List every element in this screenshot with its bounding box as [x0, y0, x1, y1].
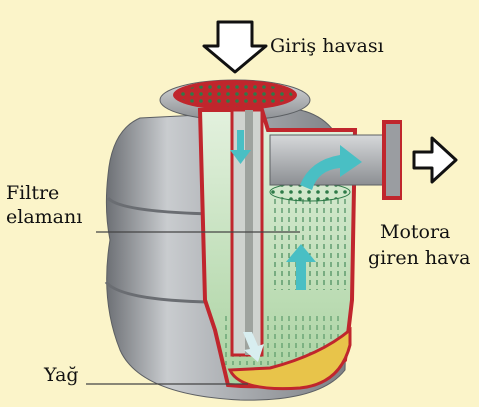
engine-air-label-line2: giren hava: [368, 248, 470, 270]
filter-element-label-line1: Filtre: [6, 183, 59, 205]
engine-air-label-line1: Motora: [380, 222, 450, 244]
outlet-flange-face: [386, 124, 400, 196]
inlet-cap-mesh: [177, 83, 293, 107]
filter-element-label-line2: elamanı: [6, 207, 82, 229]
oil-label: Yağ: [44, 365, 79, 387]
filter-element-mesh: [272, 195, 348, 290]
inlet-air-label: Giriş havası: [270, 36, 384, 58]
outlet-arrow-icon: [414, 138, 456, 182]
inlet-arrow-icon: [204, 22, 266, 72]
